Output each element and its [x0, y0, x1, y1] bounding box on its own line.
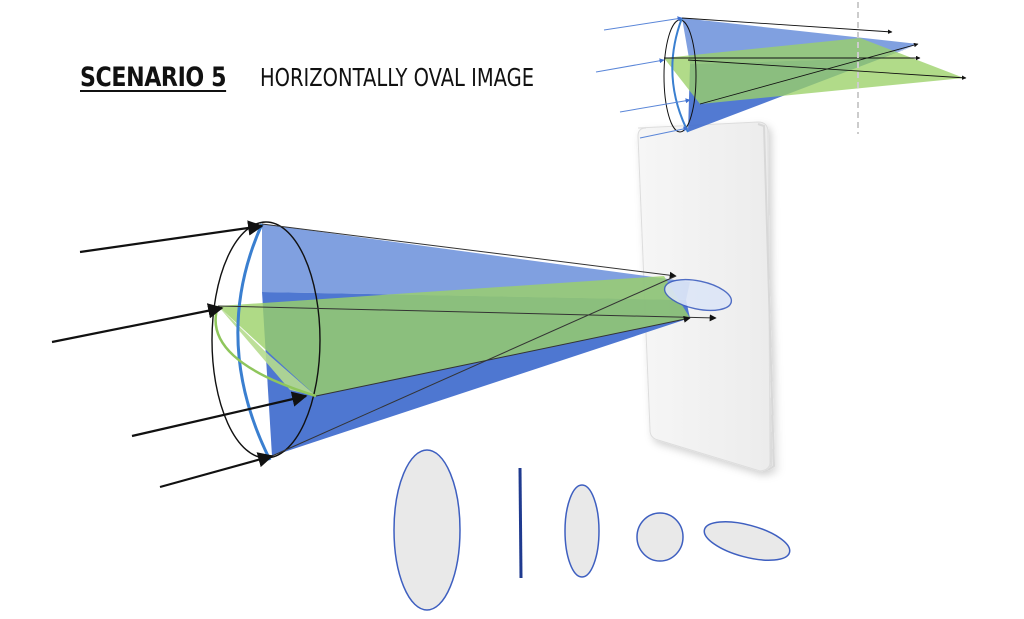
- lens-curve: [236, 223, 272, 461]
- incoming-rays: [51, 220, 308, 489]
- blue-cone-upper: [262, 224, 690, 300]
- projected-oval-image: [663, 278, 733, 312]
- scenario-description: HORIZONTALLY OVAL IMAGE: [260, 63, 535, 92]
- tall-vertical-oval: [393, 449, 461, 611]
- narrow-vertical-oval: [564, 484, 600, 578]
- scenario-label: SCENARIO 5: [80, 62, 227, 93]
- green-cone-wedge: [218, 276, 690, 396]
- vertical-line: [518, 467, 523, 579]
- main-light-cone: [211, 221, 733, 461]
- shape-sequence: [393, 449, 791, 611]
- circle: [636, 512, 684, 562]
- inset-light-cone: [595, 2, 967, 139]
- slide-title: SCENARIO 5 HORIZONTALLY OVAL IMAGE: [80, 62, 611, 93]
- horizontal-oval: [703, 521, 791, 561]
